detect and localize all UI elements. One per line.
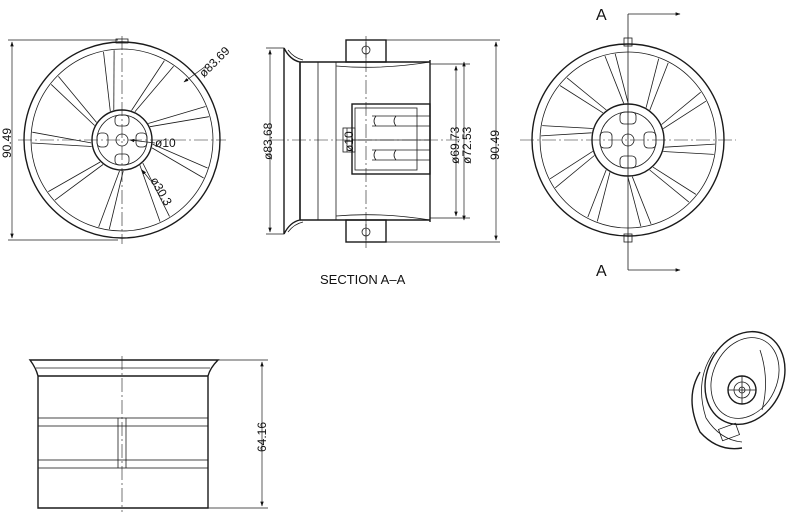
vane-edge (649, 62, 669, 111)
vane-edge (108, 170, 124, 230)
vane-edge (54, 164, 104, 201)
vane-edge (542, 125, 593, 129)
front-blades (31, 50, 209, 230)
rear-view: A A (520, 7, 736, 280)
vane-edge (649, 169, 690, 203)
vane-edge (662, 100, 707, 130)
rear-blades (541, 53, 715, 227)
vane-edge (134, 66, 174, 113)
vane-edge (549, 150, 594, 180)
vane-edge (541, 132, 592, 137)
vane-edge (58, 76, 97, 123)
front-height-label: 90.49 (0, 128, 14, 158)
front-view: 90.49 ø83.69 ø10 ø30.3 (0, 36, 233, 244)
vane-edge (142, 162, 170, 217)
vane-edge (614, 53, 629, 104)
side-length-label: 64.16 (255, 422, 269, 452)
vane-edge (139, 165, 161, 222)
vane-edge (663, 151, 714, 155)
section-shaft-label: ø10 (342, 131, 356, 152)
vane-edge (555, 155, 595, 189)
section-inner-diameter-2-label: ø72.53 (460, 126, 474, 164)
vane-edge (31, 142, 92, 147)
vane-edge (664, 143, 715, 148)
vane-edge (559, 85, 604, 114)
vane-edge (152, 143, 208, 169)
cut-label-bottom: A (596, 263, 607, 280)
vane-edge (32, 131, 92, 144)
front-hub-outer-label: ø30.3 (147, 175, 175, 209)
vane-edge (652, 166, 697, 195)
vane-edge (627, 176, 642, 227)
section-view: ø83.68 ø10 ø69.73 ø72.53 90.49 SECTION A… (261, 36, 502, 287)
vane-edge (645, 58, 660, 108)
vane-edge (98, 170, 120, 228)
section-height-label: 90.49 (488, 130, 502, 160)
vane-edge (661, 91, 701, 125)
section-outer-diameter-label: ø83.68 (261, 122, 275, 160)
front-bore-label: ø10 (155, 136, 176, 150)
vane-edge (587, 169, 607, 218)
vane-edge (131, 60, 165, 111)
vane-edge (151, 147, 204, 179)
vane-edge (50, 84, 95, 126)
vane-edge (566, 77, 607, 111)
isometric-view (691, 330, 786, 450)
side-view: 64.16 (28, 356, 269, 512)
vane-edge (103, 51, 111, 112)
section-caption: SECTION A–A (320, 272, 406, 287)
section-inner-diameter-1-label: ø69.73 (448, 126, 462, 164)
vane-edge (148, 106, 206, 124)
motor-fins (372, 115, 430, 161)
vane-edge (596, 172, 611, 222)
vane-edge (149, 116, 209, 128)
front-diameter-label: ø83.69 (196, 44, 233, 81)
vane-edge (604, 55, 625, 104)
cut-label-top: A (596, 7, 607, 24)
vane-edge (48, 161, 101, 192)
vane-edge (631, 176, 652, 225)
